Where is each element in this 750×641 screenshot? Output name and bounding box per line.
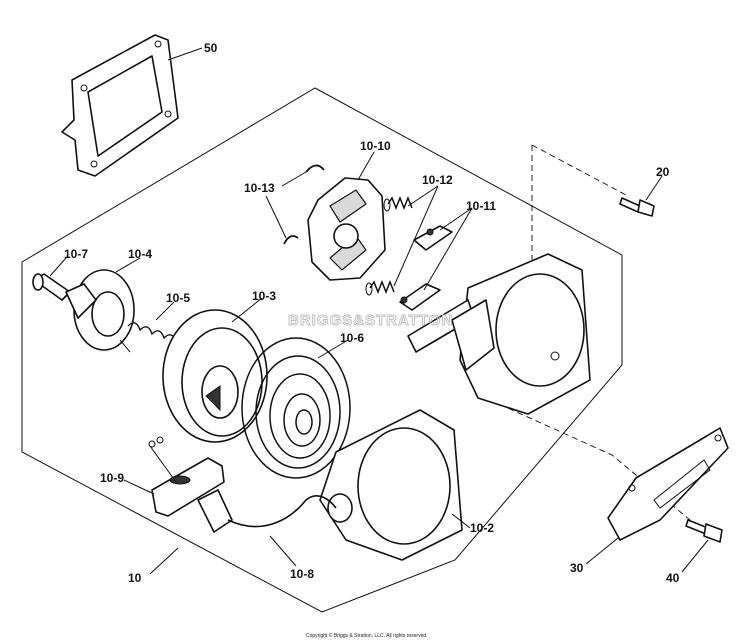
assembly-boundary-outline [21,87,623,613]
leader-10-11b [423,207,473,291]
starter-housing-10-2 [319,409,463,561]
clip-10-13-lower [283,235,299,245]
leader-10-5 [155,301,175,321]
callout-10-13: 10-13 [244,181,275,195]
leader-10-13a [281,171,307,187]
leader-40 [681,539,709,573]
leader-10-12b [393,185,439,287]
pawl-10-11-lower [399,283,441,311]
leader-10-7 [49,257,67,277]
callout-10-11: 10-11 [466,199,496,213]
leader-10-12a [407,185,439,207]
bracket-30 [607,427,729,541]
leader-10-2 [451,513,471,529]
pulley-10-3 [162,309,268,443]
leader-10-11a [439,207,473,231]
callout-10-6: 10-6 [340,331,364,345]
recoil-spring-10-6 [241,337,351,479]
callout-10-10: 10-10 [360,139,391,153]
callout-20: 20 [656,165,670,179]
handle-10-9 [148,436,225,517]
callout-10-2: 10-2 [470,521,494,535]
leader-10-10 [357,151,375,181]
pawl-10-11-upper [413,225,453,251]
screw-10-7 [32,273,71,301]
callout-10-12: 10-12 [422,173,453,187]
leader-10-8 [269,535,297,567]
copyright-notice: Copyright © Briggs & Stratton, LLC. All … [306,632,428,639]
clip-10-13-upper [305,164,325,173]
spring-10-12-upper [383,195,413,212]
leader-10-9 [123,479,155,495]
callout-10-3: 10-3 [252,289,276,303]
callout-30: 30 [570,561,584,575]
leader-50 [167,47,203,61]
watermark-text: BRIGGS&STRATTON [288,312,453,329]
callout-50: 50 [204,41,218,55]
callout-40: 40 [666,571,680,585]
bolt-40 [685,519,723,543]
leader-20 [645,175,663,201]
callout-10-5: 10-5 [166,291,190,305]
leader-10-4 [115,257,141,273]
rope-10-8 [197,489,337,533]
ratchet-10-4 [65,269,135,351]
spring-10-12-lower [365,279,395,296]
pawl-carrier-10-10 [307,177,386,281]
leader-10-3 [231,297,263,323]
gasket-50 [61,34,179,177]
engine-housing [407,253,591,415]
callout-10-8: 10-8 [290,567,314,581]
callout-10-4: 10-4 [128,247,152,261]
leader-10-6 [317,339,349,359]
callout-10: 10 [128,571,142,585]
leader-10-13b [265,195,287,239]
bolt-20 [619,197,655,217]
callout-10-7: 10-7 [64,247,88,261]
leader-10 [149,547,179,575]
leader-30 [585,537,619,565]
callout-10-9: 10-9 [100,471,124,485]
